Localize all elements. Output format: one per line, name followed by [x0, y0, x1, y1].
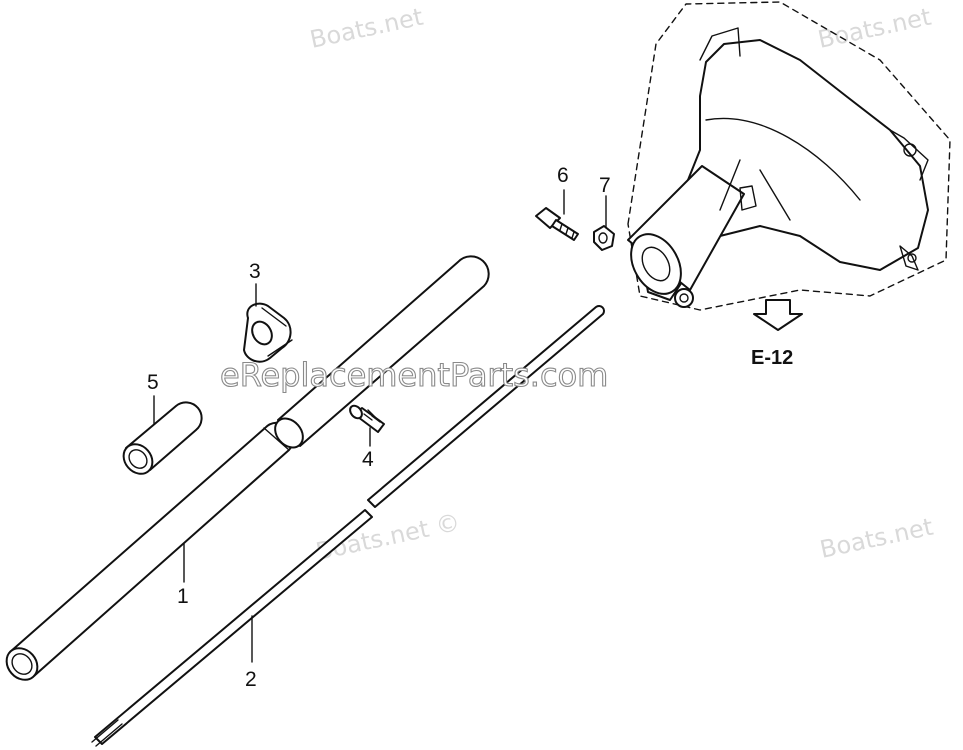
watermark-top-left: Boats.net: [307, 3, 425, 54]
callout-6: 6: [557, 164, 569, 187]
callout-2: 2: [245, 668, 257, 691]
part-7-nut: [593, 225, 615, 251]
reference-arrow-icon: [753, 299, 803, 331]
part-1-upper-tube: [274, 255, 490, 449]
part-3-clamp: [243, 302, 293, 363]
leader-lines: [153, 189, 607, 663]
gear-case-assembly: [627, 1, 951, 311]
part-6-bolt: [535, 207, 579, 241]
callout-3: 3: [249, 260, 261, 283]
callout-7: 7: [599, 174, 611, 197]
watermark-top-right: Boats.net: [815, 3, 933, 54]
part-5-sleeve: [122, 401, 203, 475]
part-2-drive-shaft: [91, 305, 605, 747]
callout-5: 5: [147, 371, 159, 394]
callout-4: 4: [362, 448, 374, 471]
reference-label: E-12: [751, 347, 793, 369]
callout-1: 1: [177, 585, 189, 608]
part-4-bolt: [349, 404, 385, 433]
watermark-center: eReplacementParts.com: [220, 356, 608, 394]
watermark-right: Boats.net: [817, 513, 935, 564]
